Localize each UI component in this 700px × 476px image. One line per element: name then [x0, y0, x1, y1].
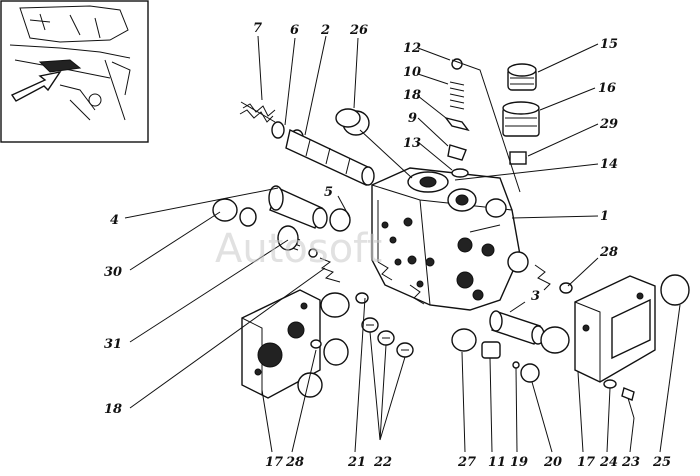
- leader-lines: [124, 35, 681, 453]
- callout-6: 6: [290, 23, 299, 38]
- spool-assembly: [239, 101, 375, 186]
- left-components: [212, 185, 351, 283]
- callout-labels: 7 6 2 26 12 15 10 16 18 9 29 13 14 4 5 1…: [104, 21, 671, 470]
- callout-29: 29: [599, 117, 618, 132]
- callout-9: 9: [408, 111, 417, 126]
- callout-21: 21: [347, 455, 366, 470]
- callout-10: 10: [403, 65, 421, 80]
- callout-23: 23: [621, 455, 640, 470]
- fastener-screws: [355, 261, 425, 358]
- callout-20: 20: [543, 455, 562, 470]
- callout-27: 27: [457, 455, 476, 470]
- callout-3: 3: [531, 289, 540, 304]
- callout-15: 15: [600, 37, 618, 52]
- callout-28-right: 28: [599, 245, 618, 260]
- callout-22: 22: [373, 455, 392, 470]
- locator-inset: [0, 0, 149, 143]
- callout-16: 16: [598, 81, 616, 96]
- callout-26: 26: [349, 23, 368, 38]
- callout-1: 1: [600, 209, 609, 224]
- right-components: [451, 251, 573, 383]
- callout-19: 19: [510, 455, 528, 470]
- fitting-assembly: [502, 63, 540, 165]
- callout-7: 7: [253, 21, 262, 36]
- callout-2: 2: [320, 23, 330, 38]
- callout-30: 30: [104, 265, 122, 280]
- left-cover-plate: [241, 289, 350, 399]
- watermark: Autosoft: [215, 226, 382, 272]
- callout-4: 4: [110, 213, 119, 228]
- right-cover-plate: [574, 274, 690, 419]
- valve-body: [371, 167, 521, 311]
- callout-24: 24: [599, 455, 618, 470]
- callout-25: 25: [652, 455, 671, 470]
- check-valve-stack: [444, 58, 470, 178]
- callout-17-left: 17: [265, 455, 283, 470]
- callout-18-bottom: 18: [104, 402, 122, 417]
- callout-17-right: 17: [577, 455, 595, 470]
- callout-5: 5: [324, 185, 333, 200]
- callout-28-left: 28: [285, 455, 304, 470]
- callout-12: 12: [403, 41, 421, 56]
- callout-18-top: 18: [403, 88, 421, 103]
- callout-13: 13: [403, 136, 421, 151]
- callout-11: 11: [488, 455, 506, 470]
- callout-31: 31: [104, 337, 122, 352]
- callout-14: 14: [600, 157, 618, 172]
